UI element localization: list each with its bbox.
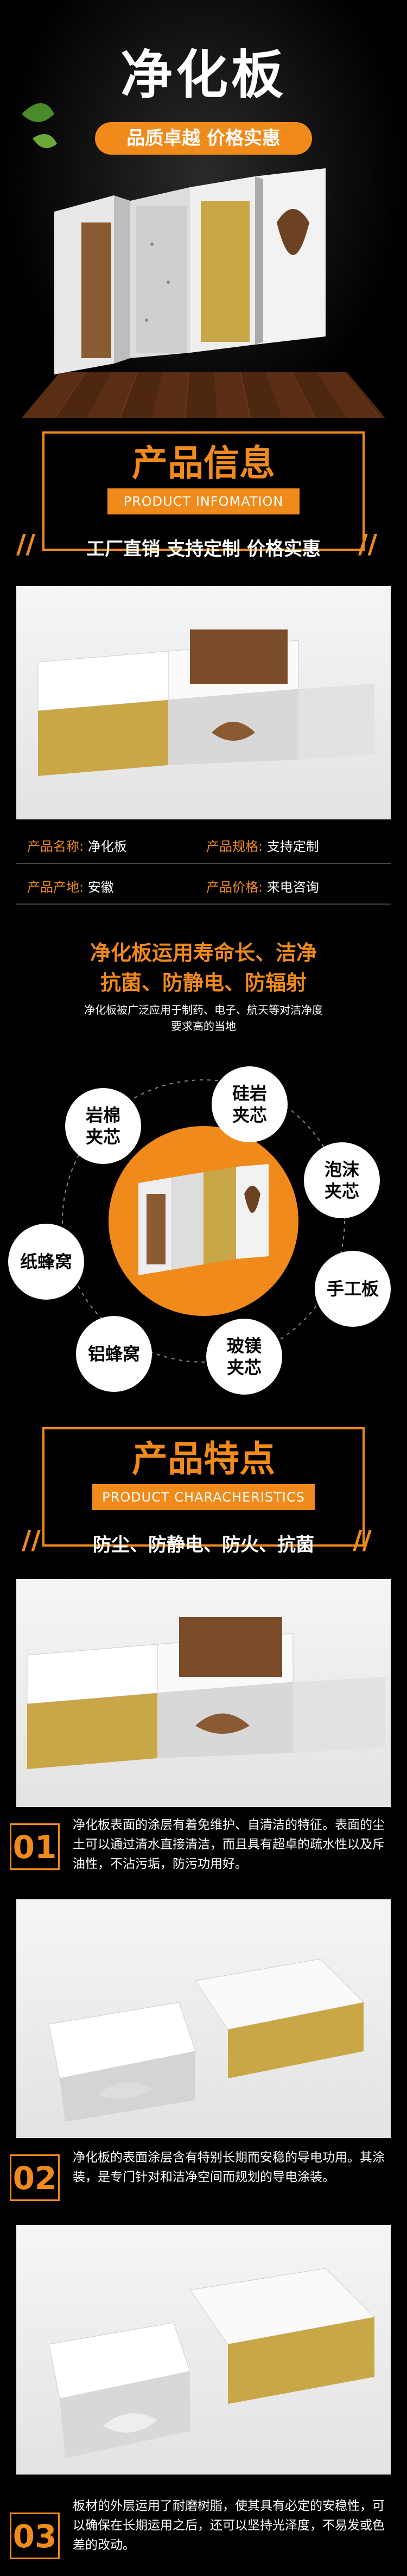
spec-origin: 产品产地: 安徽 (27, 880, 114, 895)
note-number-1: 01 (10, 1823, 60, 1870)
slash-left-icon: // (22, 1525, 41, 1555)
panel-image-3 (48, 2268, 376, 2458)
leaf-icon (22, 103, 57, 148)
panel-image-2 (48, 1958, 365, 2122)
type-silica: 硅岩 夹芯 (212, 1066, 288, 1142)
spec-divider (16, 904, 391, 905)
slash-right-icon: // (353, 1525, 372, 1555)
features-header-frame (42, 1427, 365, 1547)
type-alu-honeycomb: 铝蜂窝 (76, 1316, 152, 1392)
usage-line1: 净化板运用寿命长、洁净 (90, 941, 317, 965)
note-text-1: 净化板表面的涂层有着免维护、自清洁的特征。表面的尘土可以通过清水直接清洁，而且具… (73, 1818, 385, 1871)
info-strip: 工厂直销 支持定制 价格实惠 (86, 538, 321, 560)
features-subtitle: PRODUCT CHARACHERISTICS (92, 1484, 315, 1510)
type-rockwool: 岩棉 夹芯 (65, 1088, 141, 1164)
types-ring (62, 1079, 345, 1363)
panel-section-image (37, 629, 374, 776)
slash-left-icon: // (16, 529, 36, 559)
spec-size: 产品规格: 支持定制 (206, 839, 319, 854)
features-title: 产品特点 (132, 1438, 275, 1480)
note-number-3: 03 (10, 2513, 60, 2559)
info-header-frame (42, 431, 365, 551)
slash-right-icon: // (358, 529, 378, 559)
hero-title: 净化板 (120, 44, 287, 105)
type-foam: 泡沫 夹芯 (304, 1142, 380, 1218)
note-number-2: 02 (10, 2154, 60, 2201)
feature-photo-1 (16, 1579, 391, 1807)
panel-image-1 (27, 1617, 385, 1769)
type-handmade: 手工板 (315, 1251, 391, 1327)
feature-photo-2 (16, 1899, 391, 2138)
spec-price: 产品价格: 来电咨询 (206, 880, 319, 895)
features-strip: 防尘、防静电、防火、抗菌 (93, 1534, 314, 1556)
hero-badge: 品质卓越 价格实惠 (95, 122, 312, 155)
type-paper-honeycomb: 纸蜂窝 (8, 1224, 84, 1300)
info-photo (16, 586, 391, 819)
note-text-3: 板材的外层运用了耐磨树脂，使其具有必定的安稳性，可以确保在长期运用之后，还可以坚… (73, 2499, 385, 2552)
note-text-2: 净化板的表面涂层含有特别长期而安稳的导电功用。其涂装，是专门针对和洁净空间而规划… (73, 2151, 385, 2184)
spec-name: 产品名称: 净化板 (27, 839, 127, 854)
spec-divider (16, 863, 391, 864)
usage-desc1: 净化板被广泛应用于制药、电子、航天等对洁净度 (84, 1003, 323, 1016)
info-title: 产品信息 (132, 442, 275, 484)
panel-product-image (54, 168, 326, 374)
usage-line2: 抗菌、防静电、防辐射 (100, 971, 307, 995)
usage-desc2: 要求高的当地 (171, 1020, 236, 1033)
info-subtitle: PRODUCT INFOMATION (107, 488, 300, 514)
type-glassmg: 玻镁 夹芯 (206, 1319, 282, 1395)
feature-photo-3 (16, 2225, 391, 2475)
